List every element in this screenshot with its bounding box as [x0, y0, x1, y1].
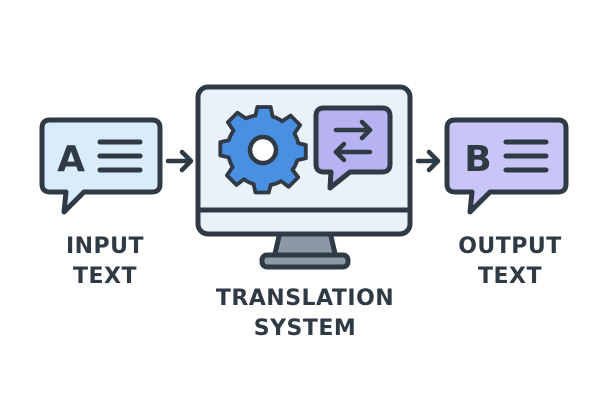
- output-text-label: OUTPUT TEXT: [440, 232, 580, 292]
- input-text-label: INPUT TEXT: [50, 232, 160, 292]
- swap-bubble-shape: [313, 105, 393, 191]
- input-label-line1: INPUT: [65, 234, 145, 259]
- swap-arrows-icon: [313, 105, 393, 191]
- arrow-right-icon: [165, 149, 194, 173]
- input-letter: A: [57, 139, 85, 180]
- input-label-line2: TEXT: [72, 264, 137, 289]
- output-letter: B: [464, 139, 491, 180]
- output-label-line2: TEXT: [477, 264, 542, 289]
- translation-system-label: TRANSLATION SYSTEM: [190, 284, 420, 344]
- input-text-lines-icon: [97, 139, 143, 173]
- arrow-right-icon: [415, 149, 441, 173]
- gear-hole: [247, 134, 279, 166]
- system-label-line1: TRANSLATION: [215, 286, 395, 311]
- input-text-bubble-icon: A: [39, 117, 163, 215]
- output-text-bubble-icon: B: [444, 117, 569, 215]
- output-label-line1: OUTPUT: [458, 234, 562, 259]
- monitor-base: [259, 252, 351, 270]
- output-text-lines-icon: [503, 139, 549, 173]
- system-label-line2: SYSTEM: [253, 316, 357, 341]
- gear-icon: [218, 105, 308, 195]
